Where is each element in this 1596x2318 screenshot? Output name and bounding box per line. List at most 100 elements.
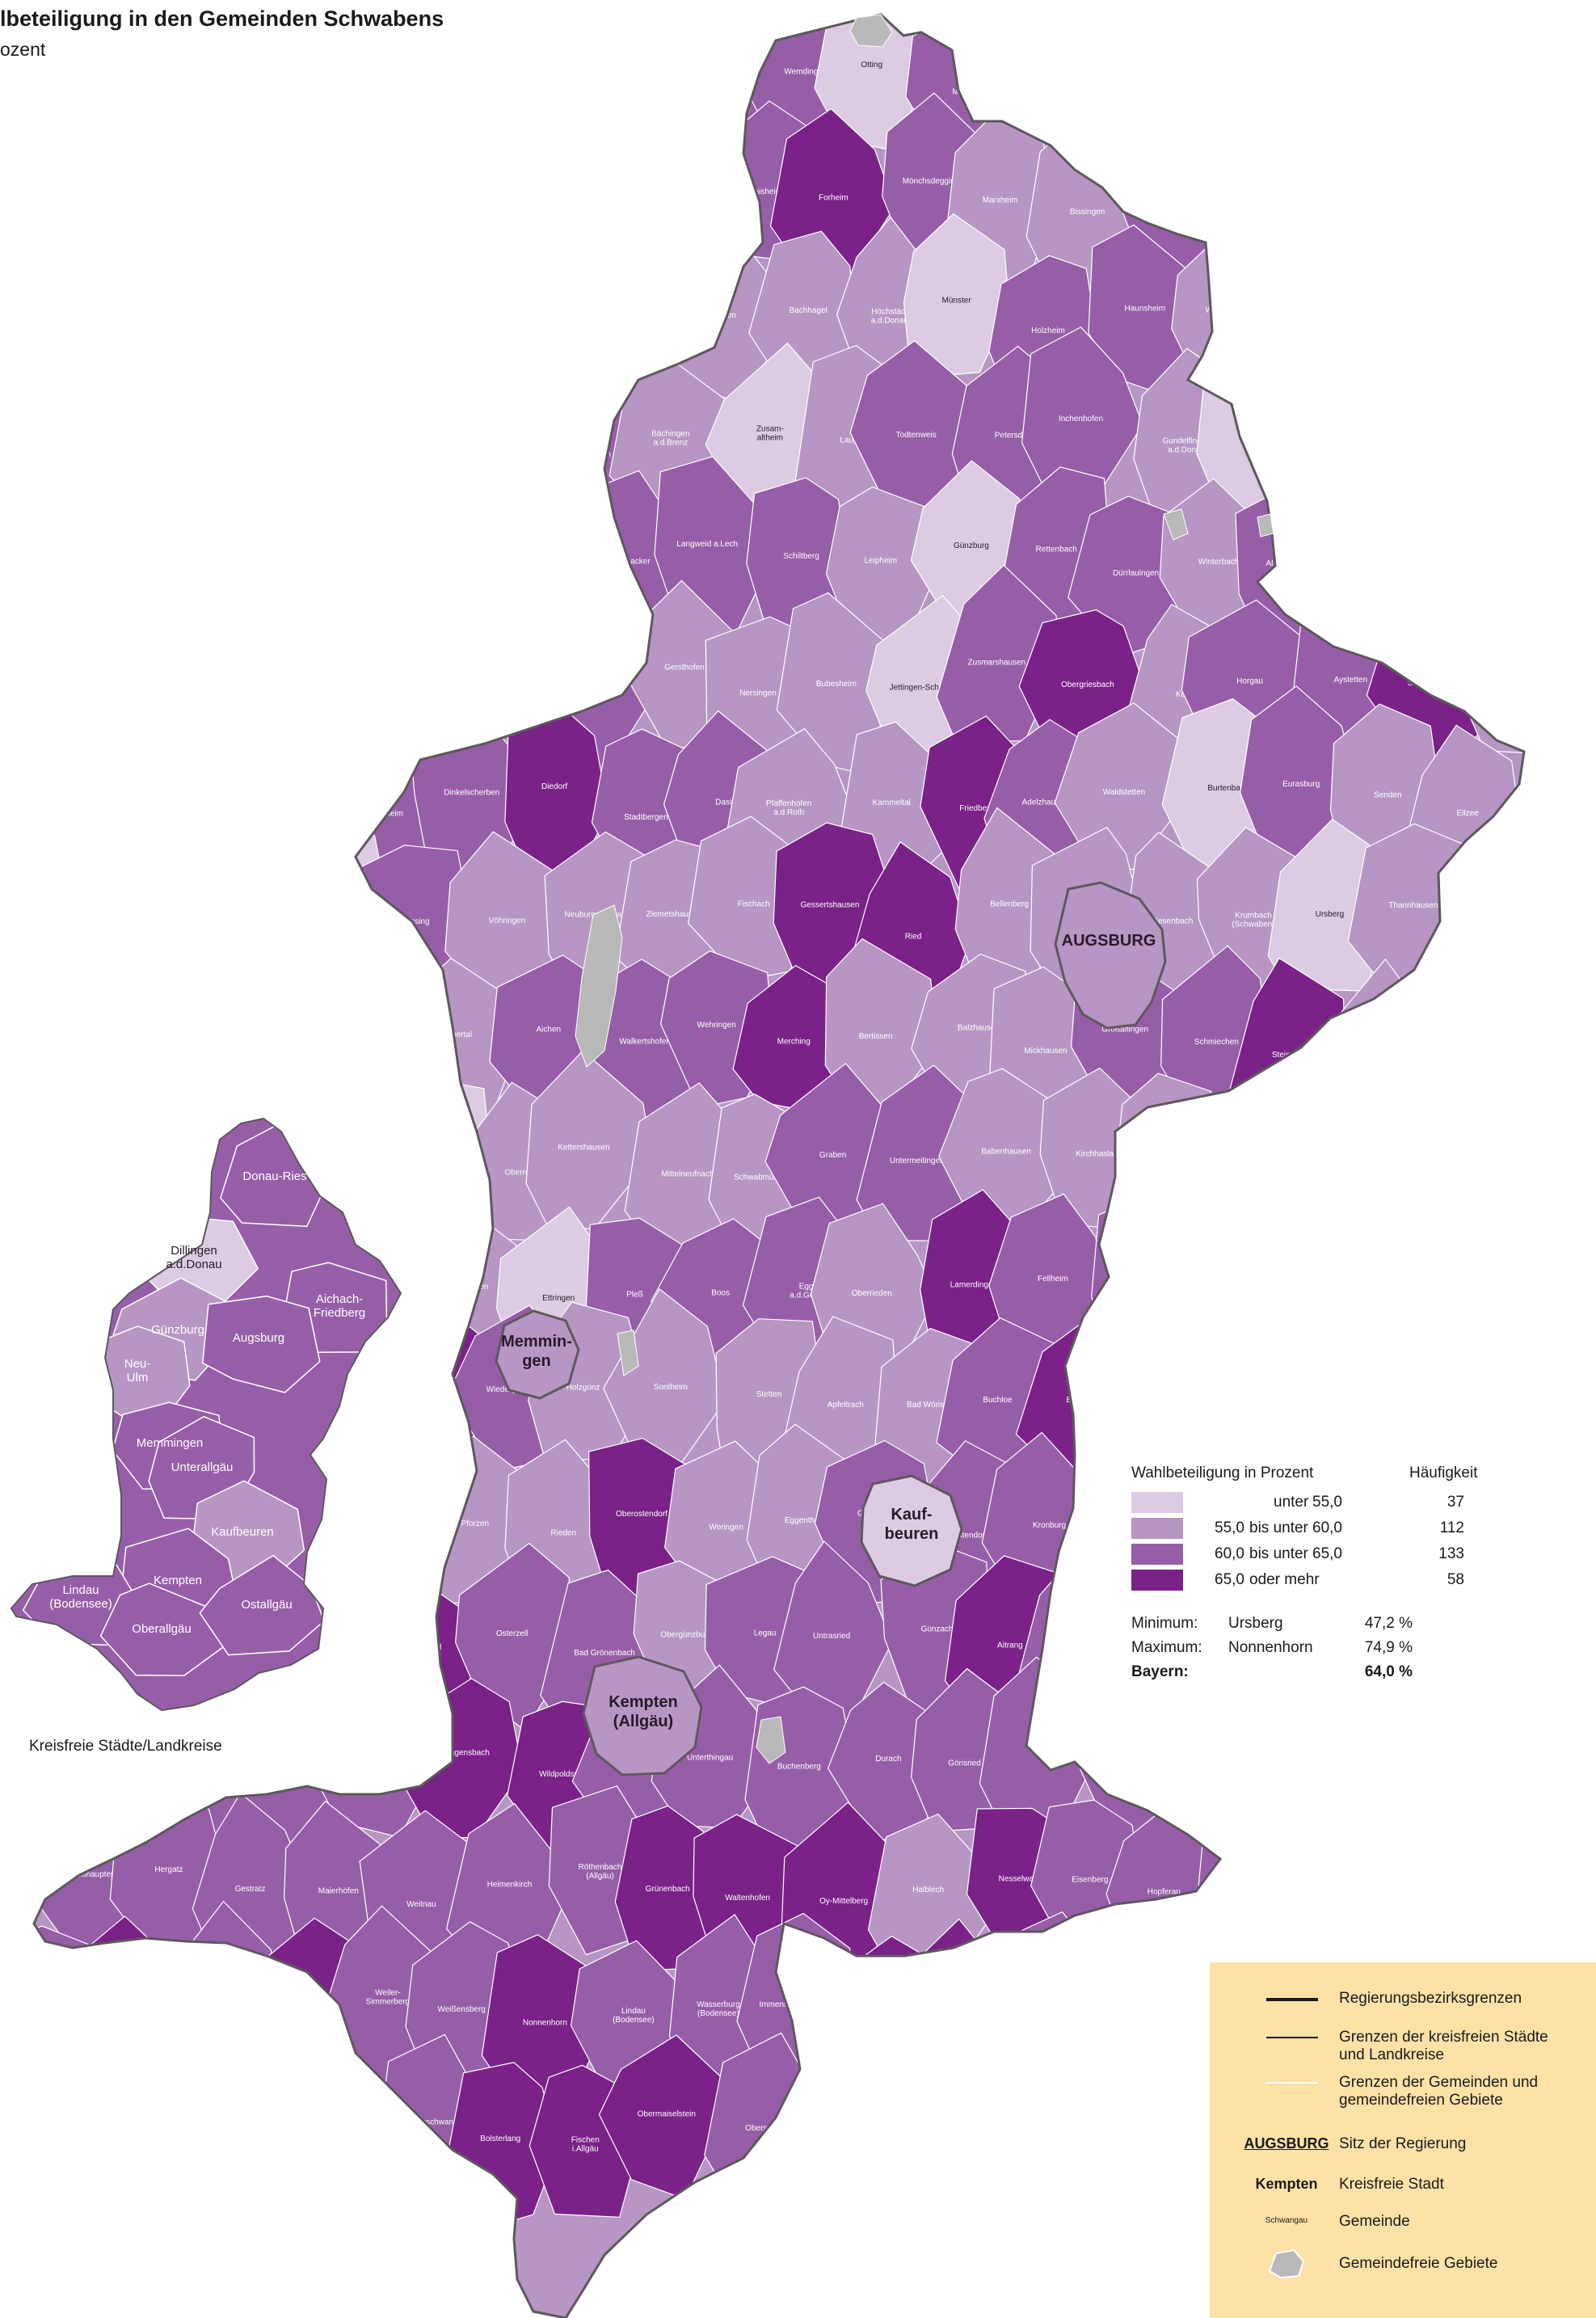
municipality-area[interactable] <box>1161 13 1283 171</box>
municipality-area[interactable] <box>1369 1056 1478 1248</box>
municipality-area[interactable] <box>1442 103 1564 290</box>
municipality-area[interactable] <box>1235 0 1361 145</box>
municipality-area[interactable] <box>120 819 236 1006</box>
municipality-area[interactable] <box>0 717 101 900</box>
municipality-area[interactable] <box>238 224 352 421</box>
municipality-area[interactable] <box>1444 1327 1565 1511</box>
municipality-area[interactable] <box>322 0 443 163</box>
municipality-area[interactable] <box>31 606 147 761</box>
municipality-area[interactable] <box>903 213 1010 380</box>
municipality-area[interactable] <box>1091 1194 1202 1376</box>
municipality-area[interactable] <box>1201 115 1312 276</box>
municipality-area[interactable] <box>525 1050 653 1230</box>
municipality-area[interactable] <box>79 0 199 166</box>
municipality-area[interactable] <box>571 0 701 171</box>
municipality-area[interactable] <box>160 231 276 416</box>
municipality-area[interactable] <box>0 212 110 398</box>
municipality-area[interactable] <box>127 109 238 297</box>
municipality-area[interactable] <box>1324 236 1436 408</box>
municipality-area[interactable] <box>1326 488 1434 661</box>
municipality-area[interactable] <box>456 343 579 507</box>
municipality-area[interactable] <box>1240 1215 1366 1385</box>
kempten-city[interactable] <box>582 1655 703 1776</box>
municipality-area[interactable] <box>1239 1664 1356 1831</box>
municipality-area[interactable] <box>335 213 449 391</box>
municipality-area[interactable] <box>1410 238 1517 391</box>
municipality-area[interactable] <box>599 115 727 286</box>
municipality-area[interactable] <box>1202 1073 1314 1251</box>
municipality-area[interactable] <box>319 969 436 1140</box>
municipality-area[interactable] <box>1405 1692 1524 1874</box>
municipality-area[interactable] <box>215 2069 319 2232</box>
municipality-area[interactable] <box>203 818 319 999</box>
augsburg-city[interactable] <box>1054 881 1167 1030</box>
municipality-area[interactable] <box>248 945 354 1127</box>
municipality-area[interactable] <box>1292 1083 1409 1259</box>
municipality-area[interactable] <box>0 1675 117 1852</box>
municipality-area[interactable] <box>39 2020 149 2185</box>
municipality-area[interactable] <box>1409 1196 1524 1354</box>
municipality-area[interactable] <box>175 695 281 871</box>
municipality-area[interactable] <box>359 99 470 281</box>
municipality-area[interactable] <box>454 1542 571 1731</box>
municipality-area[interactable] <box>1409 953 1530 1112</box>
municipality-area[interactable] <box>364 360 494 533</box>
municipality-area[interactable] <box>46 822 162 1005</box>
municipality-area[interactable] <box>57 450 179 638</box>
municipality-area[interactable] <box>159 0 284 162</box>
municipality-area[interactable] <box>274 331 403 501</box>
municipality-area[interactable] <box>201 369 317 545</box>
municipality-area[interactable] <box>84 218 204 405</box>
municipality-area[interactable] <box>1177 1311 1303 1477</box>
district-area[interactable] <box>99 1583 228 1676</box>
municipality-area[interactable] <box>25 331 139 525</box>
municipality-area[interactable] <box>453 99 570 281</box>
municipality-area[interactable] <box>819 1935 945 2105</box>
municipality-area[interactable] <box>84 729 206 911</box>
municipality-area[interactable] <box>368 1077 495 1242</box>
municipality-area[interactable] <box>0 1195 110 1362</box>
municipality-area[interactable] <box>1158 1684 1277 1850</box>
municipality-area[interactable] <box>1279 127 1394 293</box>
municipality-area[interactable] <box>1333 1204 1450 1369</box>
municipality-area[interactable] <box>1114 1073 1224 1250</box>
municipality-area[interactable] <box>1274 1322 1404 1488</box>
municipality-area[interactable] <box>1244 233 1354 413</box>
municipality-area[interactable] <box>1092 1937 1194 2113</box>
municipality-area[interactable] <box>251 727 357 903</box>
municipality-area[interactable] <box>1195 1807 1316 1979</box>
municipality-area[interactable] <box>280 811 391 984</box>
municipality-area[interactable] <box>65 953 199 1127</box>
municipality-area[interactable] <box>293 124 416 293</box>
municipality-area[interactable] <box>237 475 360 629</box>
municipality-area[interactable] <box>507 474 625 657</box>
memmingen-city[interactable] <box>495 1309 580 1400</box>
municipality-area[interactable] <box>0 457 117 635</box>
municipality-area[interactable] <box>1404 11 1519 176</box>
municipality-area[interactable] <box>318 485 440 659</box>
municipality-area[interactable] <box>162 472 291 654</box>
municipality-area[interactable] <box>0 1925 115 2091</box>
municipality-area[interactable] <box>335 1431 445 1620</box>
municipality-area[interactable] <box>200 91 326 283</box>
municipality-area[interactable] <box>106 602 230 761</box>
municipality-area[interactable] <box>407 0 533 164</box>
municipality-area[interactable] <box>1323 1667 1437 1856</box>
municipality-area[interactable] <box>1376 1785 1490 1964</box>
municipality-area[interactable] <box>48 96 163 283</box>
municipality-area[interactable] <box>1319 0 1439 168</box>
municipality-area[interactable] <box>1452 832 1579 998</box>
municipality-area[interactable] <box>1445 1093 1556 1267</box>
municipality-area[interactable] <box>491 0 623 161</box>
municipality-area[interactable] <box>114 2042 228 2232</box>
municipality-area[interactable] <box>0 0 103 168</box>
district-area[interactable] <box>202 1295 321 1393</box>
municipality-area[interactable] <box>412 233 535 405</box>
municipality-area[interactable] <box>1356 115 1482 292</box>
municipality-area[interactable] <box>415 473 534 655</box>
municipality-area[interactable] <box>550 103 659 278</box>
kaufbeuren-city[interactable] <box>860 1474 963 1587</box>
municipality-area[interactable] <box>1442 1786 1565 1969</box>
municipality-area[interactable] <box>23 1093 142 1256</box>
